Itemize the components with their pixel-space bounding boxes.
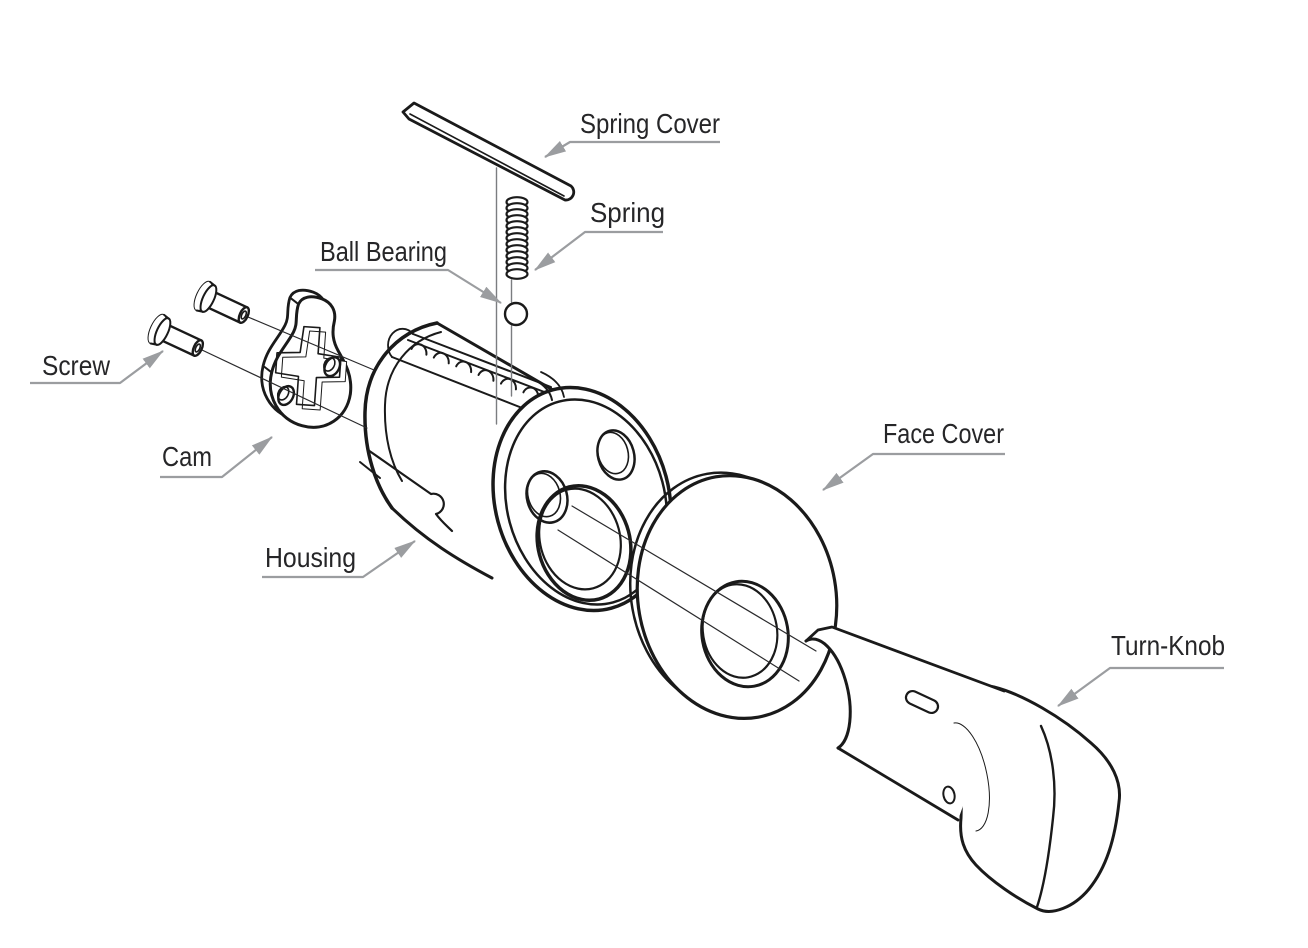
cam-part bbox=[260, 288, 353, 429]
cam-leader bbox=[160, 436, 273, 479]
screw-axis-lines bbox=[201, 316, 375, 429]
turn-knob-leader bbox=[1057, 666, 1224, 707]
spring-leader bbox=[534, 230, 663, 271]
callout-leaders bbox=[30, 140, 1224, 707]
spring-cover-leader bbox=[544, 140, 720, 158]
cam-label: Cam bbox=[162, 441, 212, 472]
screw-leader bbox=[30, 350, 164, 385]
screw-part-2 bbox=[193, 280, 251, 325]
screw-label: Screw bbox=[42, 350, 111, 381]
spring-label: Spring bbox=[590, 197, 665, 228]
turn-knob-part bbox=[804, 625, 1122, 913]
spring-cover-part bbox=[401, 101, 576, 202]
callout-labels: Spring Cover Spring Ball Bearing Screw C… bbox=[42, 108, 1225, 661]
face-cover-leader bbox=[822, 452, 1005, 491]
turn-knob-label: Turn-Knob bbox=[1111, 630, 1225, 661]
spring-part bbox=[505, 196, 529, 280]
housing-part bbox=[359, 321, 673, 613]
housing-leader bbox=[262, 540, 416, 579]
face-cover-label: Face Cover bbox=[883, 418, 1004, 449]
ball-bearing-label: Ball Bearing bbox=[320, 236, 447, 267]
screw-part-1 bbox=[147, 313, 205, 358]
ball-bearing-leader bbox=[315, 268, 502, 304]
plug-axis-lines bbox=[557, 505, 817, 682]
spring-cover-label: Spring Cover bbox=[580, 108, 720, 139]
face-cover-part bbox=[628, 471, 839, 720]
ball-bearing-part bbox=[503, 301, 529, 327]
housing-label: Housing bbox=[265, 542, 356, 573]
